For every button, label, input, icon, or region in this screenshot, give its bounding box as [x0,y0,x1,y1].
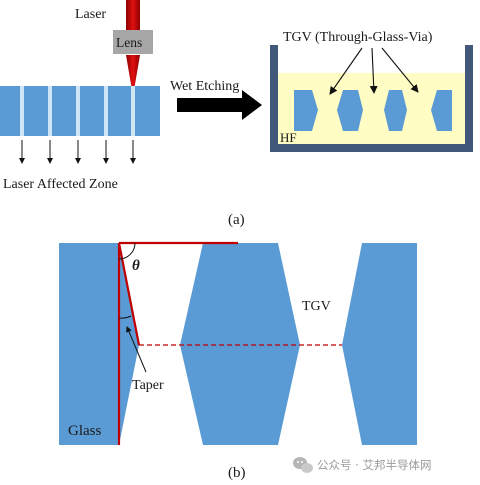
watermark-text: 公众号 · 艾邦半导体网 [317,458,431,472]
caption-a: (a) [228,212,245,228]
taper-label: Taper [132,378,164,393]
glass-label: Glass [68,423,101,439]
modified-zone [20,86,24,136]
wet-etching-arrow [177,90,262,120]
glass-block [384,90,407,131]
tgv-pointer-arrows [329,47,419,95]
glass-cross-section [59,243,417,445]
caption-b: (b) [228,465,246,481]
lens-label: Lens [116,35,142,50]
glass-block [337,90,363,131]
taper-arc [118,315,132,319]
theta-arc [118,242,136,260]
laser-beam [126,0,140,30]
wet-etching-label: Wet Etching [170,79,239,94]
modified-zone [104,86,108,136]
zone-arrows [19,140,136,164]
laser-label: Laser [75,7,106,22]
theta-label: θ [132,258,140,274]
modified-zone [131,86,135,136]
taper-lines [117,241,238,445]
tgv-label: TGV [302,299,331,314]
laser-focus-cone [126,55,140,96]
lens [113,30,153,54]
panel-b: θ TGV Taper Glass (b) [59,241,417,481]
panel-a: Laser Lens Laser Affected Zone Wet Etchi… [0,0,473,228]
affected-zone-label: Laser Affected Zone [3,177,118,192]
watermark: 公众号 · 艾邦半导体网 [293,457,431,473]
hf-label: HF [280,130,297,145]
glass-right [342,243,417,445]
wechat-icon [293,457,313,473]
laser-affected-zones [20,86,135,136]
glass-block [431,90,452,131]
tgv-full-label: TGV (Through-Glass-Via) [283,30,433,45]
etched-glass [294,90,452,131]
glass-block [294,90,318,131]
glass-left [59,243,139,445]
modified-zone [76,86,80,136]
modified-zone [48,86,52,136]
glass-middle [180,243,300,445]
taper-arrow [126,326,147,373]
